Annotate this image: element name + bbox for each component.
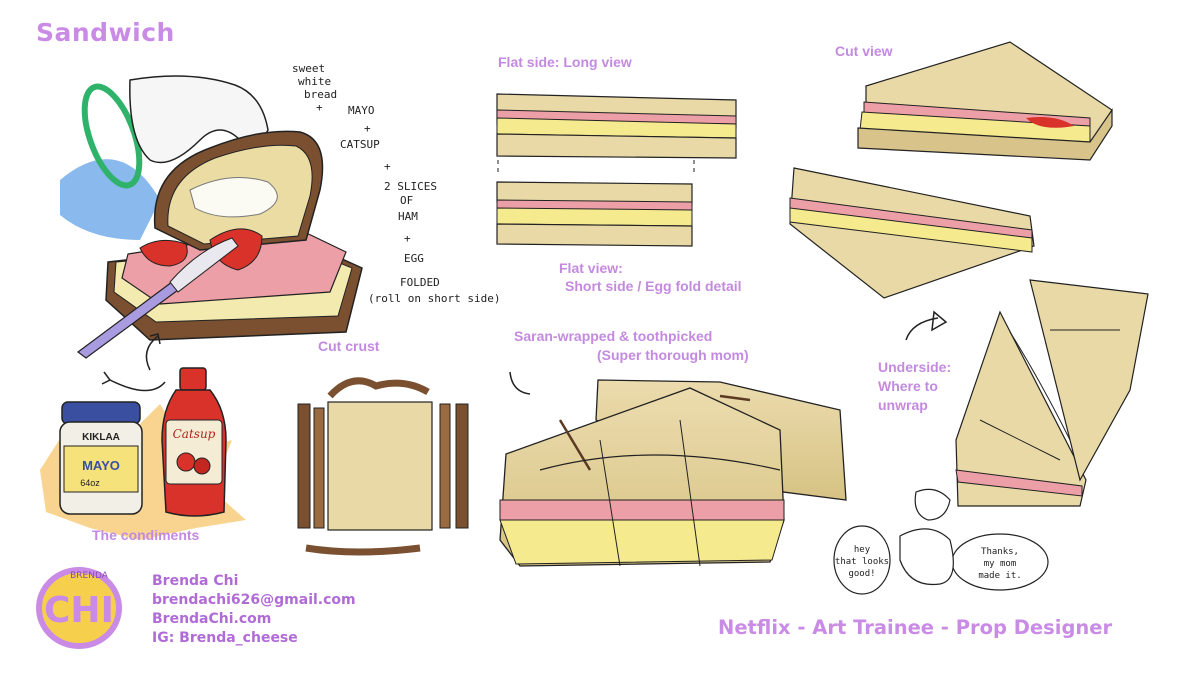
- flat-long-view: [496, 93, 737, 247]
- label-cut-crust: Cut crust: [318, 338, 380, 354]
- svg-text:CHI: CHI: [44, 590, 114, 631]
- brenda-logo: CHI BRENDA: [36, 567, 122, 649]
- note-line: +: [384, 160, 391, 173]
- label-condiments: The condiments: [92, 527, 200, 543]
- note-line: 2 SLICES: [384, 180, 437, 193]
- note-line: white: [298, 75, 332, 88]
- cut-view: [789, 41, 1113, 299]
- label-flat-view-1: Flat view:: [559, 260, 623, 276]
- label-cut-view: Cut view: [835, 43, 893, 59]
- speech-left-3: good!: [848, 569, 875, 579]
- note-line: sweet: [292, 62, 326, 75]
- speech-right-1: Thanks,: [981, 547, 1019, 557]
- mayo-brand: KIKLAA: [82, 432, 120, 443]
- green-bracelet-icon: [81, 83, 143, 189]
- note-line: +: [316, 101, 323, 114]
- footer-caption: Netflix - Art Trainee - Prop Designer: [718, 616, 1113, 639]
- assembly-illustration: [60, 75, 363, 371]
- note-line: +: [404, 232, 411, 245]
- note-line: EGG: [404, 252, 424, 265]
- contact-block: Brenda Chi brendachi626@gmail.com Brenda…: [152, 572, 356, 648]
- label-flat-view-2: Short side / Egg fold detail: [565, 278, 742, 294]
- condiments-illustration: KIKLAA MAYO 64oz Catsup: [40, 367, 246, 540]
- mayo-size: 64oz: [80, 478, 100, 488]
- note-line: bread: [304, 88, 338, 101]
- label-underside-3: unwrap: [878, 397, 928, 413]
- label-flat-long: Flat side: Long view: [498, 54, 632, 70]
- catsup-label: Catsup: [173, 427, 216, 441]
- wrapped-sandwich: [499, 371, 847, 567]
- note-line: FOLDED: [400, 276, 440, 289]
- note-line: CATSUP: [340, 138, 380, 151]
- label-saran-2: (Super thorough mom): [597, 347, 749, 363]
- contact-email[interactable]: brendachi626@gmail.com: [152, 592, 356, 608]
- contact-name: Brenda Chi: [152, 573, 239, 589]
- note-line: +: [364, 122, 371, 135]
- cut-crust-illustration: [297, 377, 469, 556]
- label-saran-1: Saran-wrapped & toothpicked: [514, 328, 713, 344]
- note-line: (roll on short side): [368, 292, 501, 305]
- contact-instagram[interactable]: IG: Brenda_cheese: [152, 630, 298, 646]
- underside-illustration: [833, 279, 1149, 595]
- note-line: MAYO: [348, 104, 375, 117]
- speech-left-2: that looks: [835, 557, 889, 567]
- note-line: OF: [400, 194, 414, 207]
- label-underside-1: Underside:: [878, 359, 952, 375]
- label-underside-2: Where to: [878, 378, 938, 394]
- mayo-label: MAYO: [82, 458, 120, 473]
- contact-site[interactable]: BrendaChi.com: [152, 611, 272, 627]
- speech-left-1: hey: [854, 545, 871, 555]
- mayo-lid: [61, 401, 141, 425]
- logo-text: BRENDA: [70, 571, 109, 581]
- page-title: Sandwich: [36, 18, 175, 47]
- speech-right-2: my mom: [984, 559, 1017, 569]
- note-line: HAM: [398, 210, 418, 223]
- speech-right-3: made it.: [978, 571, 1021, 581]
